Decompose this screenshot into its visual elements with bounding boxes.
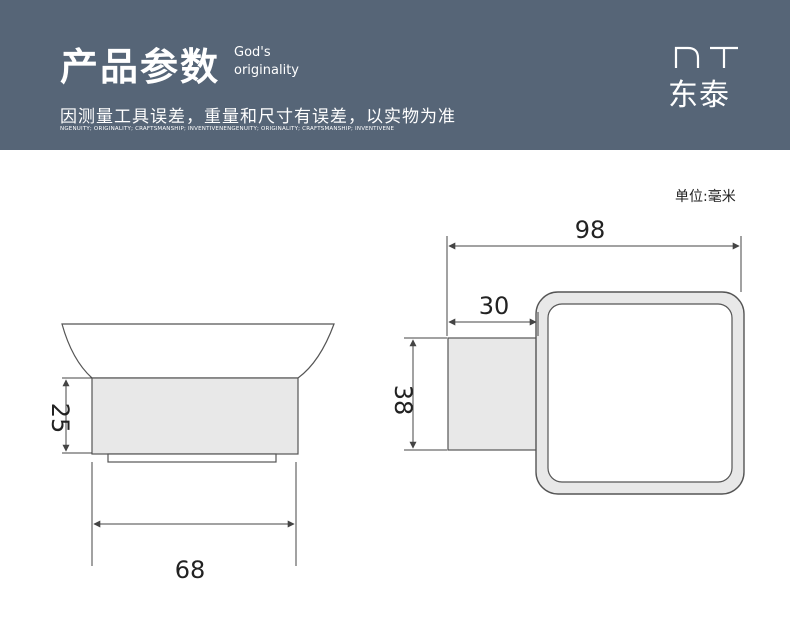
base-plate	[107, 453, 277, 463]
subtitle-line-1: God's	[234, 45, 271, 60]
dimension-front-height: 25	[46, 403, 74, 434]
subtitle-line-2: originality	[234, 63, 299, 78]
tagline-english: NGENUITY; ORIGINALITY; CRAFTSMANSHIP; IN…	[60, 126, 395, 132]
ring-inner	[547, 303, 733, 483]
dish-bowl	[61, 323, 335, 379]
english-subtitle: God's originality	[234, 44, 299, 80]
dimension-side-height: 38	[389, 385, 417, 416]
unit-label: 单位:毫米	[675, 189, 736, 205]
front-view: 25 68	[46, 323, 335, 584]
dimension-side-base-width: 30	[479, 292, 510, 320]
dimension-side-total-width: 98	[575, 216, 606, 244]
wall-base	[447, 337, 539, 451]
tagline: 因测量工具误差，重量和尺寸有误差，以实物为准	[60, 107, 456, 127]
brand-logo-mark	[674, 46, 738, 68]
brand-logo-text: 东泰	[668, 78, 730, 113]
page-title: 产品参数	[60, 45, 221, 89]
header-banner: 产品参数 God's originality 因测量工具误差，重量和尺寸有误差，…	[0, 0, 790, 150]
holder-block	[91, 377, 299, 455]
side-view: 98 30 38	[389, 216, 745, 495]
dimension-front-width: 68	[175, 556, 206, 584]
